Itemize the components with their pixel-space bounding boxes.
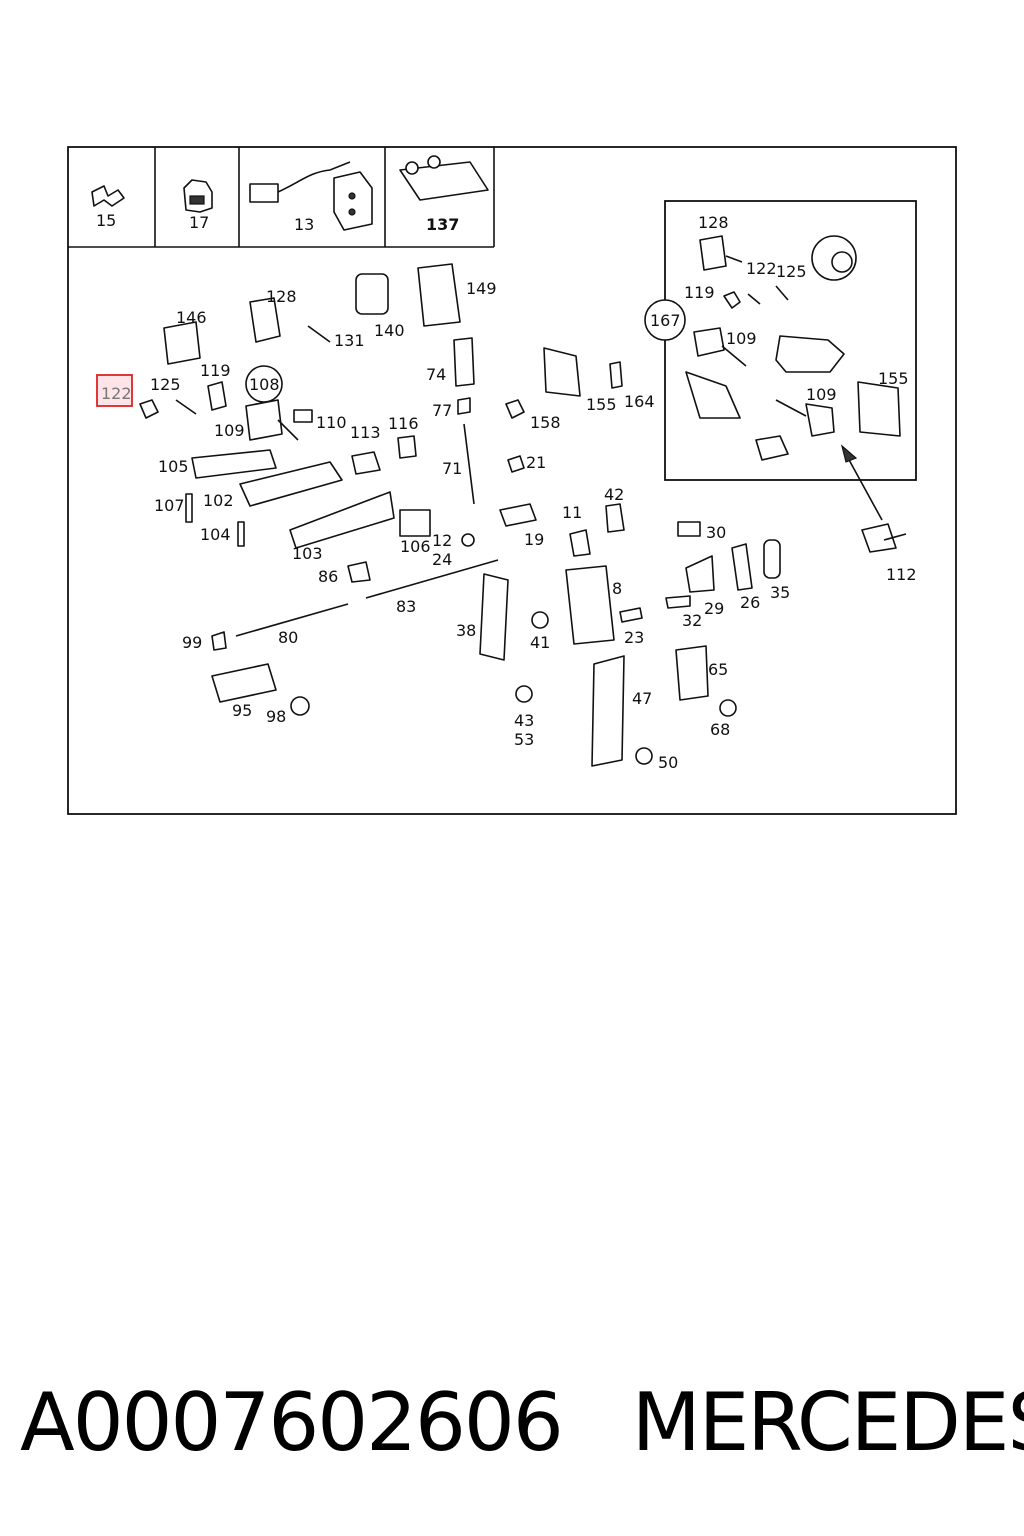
cell-label-17: 17	[189, 213, 209, 232]
label-112: 112	[886, 565, 917, 584]
callout-108: 108	[249, 375, 280, 394]
brand-name: MERCEDES	[631, 1375, 1024, 1469]
label-41: 41	[530, 633, 550, 652]
highlight-box-122	[96, 374, 133, 407]
label-99: 99	[182, 633, 202, 652]
footer-caption: A0007602606 MERCEDES	[20, 1372, 1024, 1472]
label-26: 26	[740, 593, 760, 612]
label-30: 30	[706, 523, 726, 542]
callout-167-circle	[644, 299, 686, 341]
parts-diagram: 15 17 13 137	[67, 146, 957, 815]
label-102: 102	[203, 491, 234, 510]
part-17-icon	[183, 179, 213, 213]
inset-label-155: 155	[878, 369, 909, 388]
highlight-label-122: 122	[101, 384, 132, 403]
label-43: 43	[514, 711, 534, 730]
label-110: 110	[316, 413, 347, 432]
label-104: 104	[200, 525, 231, 544]
label-113: 113	[350, 423, 381, 442]
label-146: 146	[176, 308, 207, 327]
pointer-arrow	[847, 457, 883, 521]
inset-label-119: 119	[684, 283, 715, 302]
label-125: 125	[150, 375, 181, 394]
cell-label-137: 137	[426, 215, 459, 234]
part-labels: 146 128 131 140 149 125 119 109 110 113 …	[150, 279, 917, 772]
parts-drawings	[139, 263, 781, 767]
label-140: 140	[374, 321, 405, 340]
label-155: 155	[586, 395, 617, 414]
label-128: 128	[266, 287, 297, 306]
label-164: 164	[624, 392, 655, 411]
label-116: 116	[388, 414, 419, 433]
label-158: 158	[530, 413, 561, 432]
label-24: 24	[432, 550, 452, 569]
label-74: 74	[426, 365, 446, 384]
part-15-icon	[91, 185, 125, 207]
diagram-frame	[67, 146, 957, 815]
label-35: 35	[770, 583, 790, 602]
label-42: 42	[604, 485, 624, 504]
inset-lock-cylinder: 128 122 125 119 109 109 155	[664, 200, 917, 481]
label-98: 98	[266, 707, 286, 726]
label-29: 29	[704, 599, 724, 618]
label-109: 109	[214, 421, 245, 440]
label-149: 149	[466, 279, 497, 298]
top-cells: 15 17 13 137	[68, 147, 495, 248]
label-103: 103	[292, 544, 323, 563]
inset-label-128: 128	[698, 213, 729, 232]
label-80: 80	[278, 628, 298, 647]
cell-label-13: 13	[294, 215, 314, 234]
label-71: 71	[442, 459, 462, 478]
label-131: 131	[334, 331, 365, 350]
part-13-icon	[249, 161, 373, 231]
label-38: 38	[456, 621, 476, 640]
label-68: 68	[710, 720, 730, 739]
label-95: 95	[232, 701, 252, 720]
label-47: 47	[632, 689, 652, 708]
label-19: 19	[524, 530, 544, 549]
label-107: 107	[154, 496, 185, 515]
label-11: 11	[562, 503, 582, 522]
label-86: 86	[318, 567, 338, 586]
inset-label-109b: 109	[806, 385, 837, 404]
label-106: 106	[400, 537, 431, 556]
part-137-icon	[399, 155, 489, 201]
label-32: 32	[682, 611, 702, 630]
inset-label-109a: 109	[726, 329, 757, 348]
label-23: 23	[624, 628, 644, 647]
label-50: 50	[658, 753, 678, 772]
label-105: 105	[158, 457, 189, 476]
inset-label-125: 125	[776, 262, 807, 281]
label-12: 12	[432, 531, 452, 550]
callout-167: 167	[650, 311, 681, 330]
label-77: 77	[432, 401, 452, 420]
label-119: 119	[200, 361, 231, 380]
label-21: 21	[526, 453, 546, 472]
label-53: 53	[514, 730, 534, 749]
label-65: 65	[708, 660, 728, 679]
inset-label-122: 122	[746, 259, 777, 278]
part-number: A0007602606	[20, 1375, 564, 1469]
cell-label-15: 15	[96, 211, 116, 230]
label-8: 8	[612, 579, 622, 598]
label-83: 83	[396, 597, 416, 616]
